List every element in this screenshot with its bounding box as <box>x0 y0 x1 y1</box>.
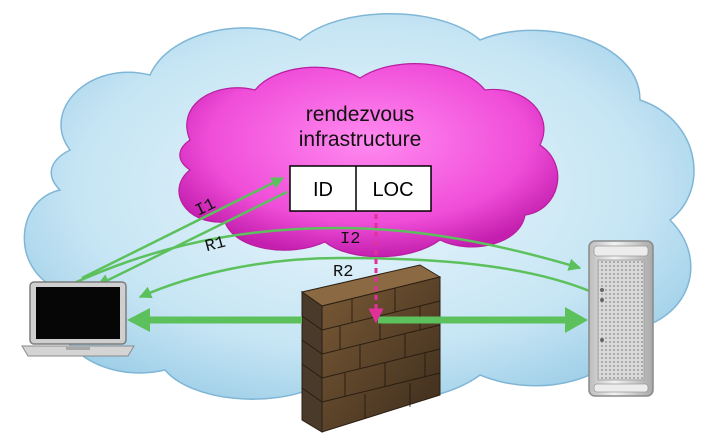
table-id-cell: ID <box>313 179 333 201</box>
label-i2: I2 <box>340 230 360 249</box>
rendezvous-title-line2: infrastructure <box>299 128 422 151</box>
label-r1: R1 <box>203 234 228 258</box>
firewall-wall <box>300 264 442 433</box>
data-path-arrow <box>127 307 588 333</box>
laptop-icon <box>21 281 135 357</box>
label-r2: R2 <box>333 263 353 282</box>
id-loc-table: ID LOC <box>289 165 432 212</box>
r1-arrow <box>71 226 582 286</box>
i1-arrows <box>81 176 288 287</box>
server-tower-icon <box>588 240 654 397</box>
r2-arrow <box>138 256 593 299</box>
rendezvous-title-line1: rendezvous <box>306 103 415 126</box>
table-loc-cell: LOC <box>372 179 413 201</box>
